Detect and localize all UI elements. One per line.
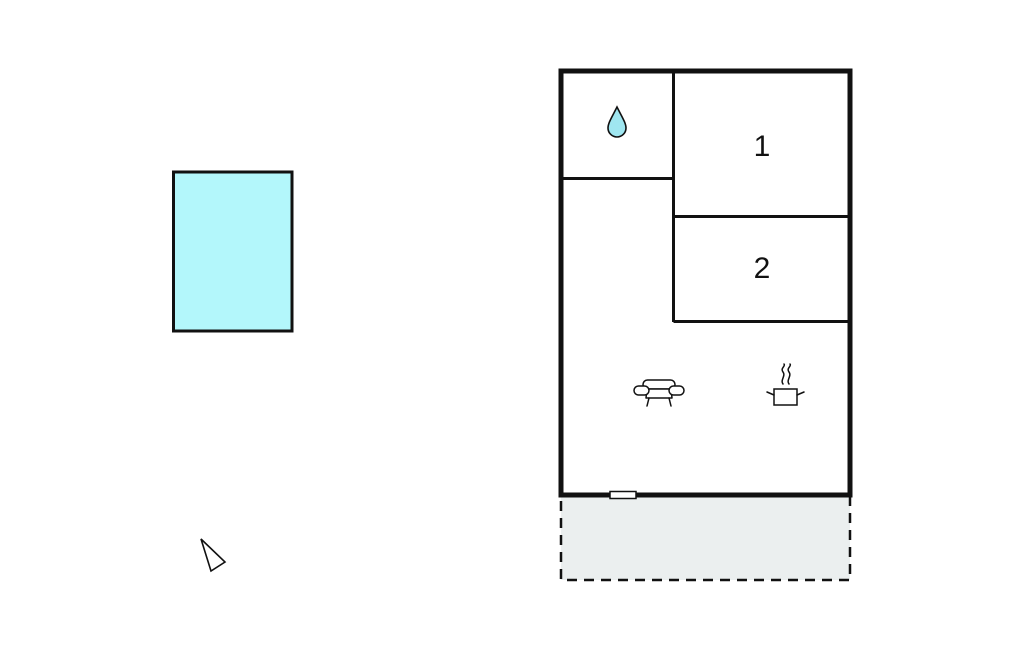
cooking-pot-icon (766, 363, 805, 406)
bedroom-1-label: 1 (754, 130, 771, 163)
swimming-pool (172, 170, 294, 333)
water-drop-icon (607, 105, 627, 138)
door-icon (609, 490, 637, 500)
terrace (559, 494, 852, 582)
bedroom-2-label: 2 (754, 252, 771, 285)
house-outer-wall (558, 68, 853, 498)
interior-walls (561, 71, 850, 323)
north-arrow-icon (200, 538, 227, 573)
sofa-icon (633, 379, 685, 407)
